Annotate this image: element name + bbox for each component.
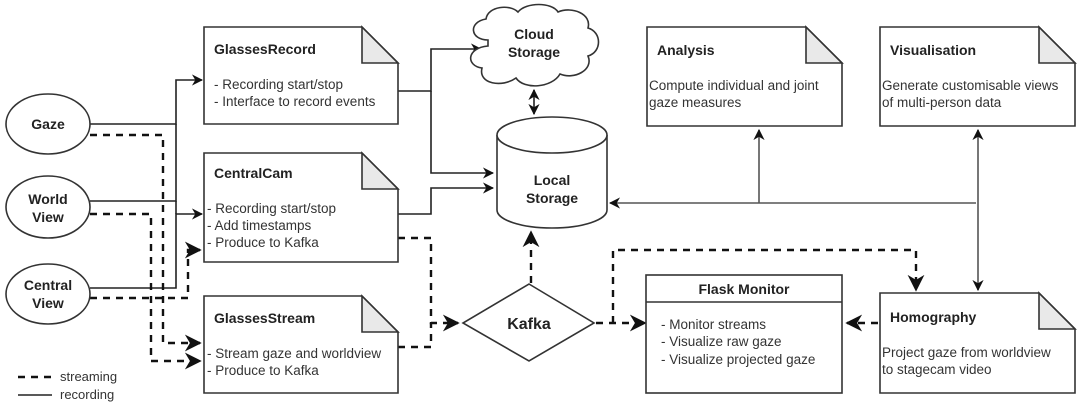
homography-title: Homography (890, 309, 977, 325)
analysis-title: Analysis (657, 42, 715, 58)
glasses-stream-title: GlassesStream (214, 310, 315, 326)
node-flask-monitor[interactable]: Flask Monitor - Monitor streams - Visual… (645, 274, 843, 394)
flask-monitor-line: - Visualize projected gaze (661, 352, 815, 367)
central-cam-line: - Recording start/stop (207, 201, 336, 216)
flask-monitor-title: Flask Monitor (698, 281, 790, 297)
edge-gaze-glassesrecord (90, 74, 204, 125)
node-central-cam[interactable]: CentralCam - Recording start/stop - Add … (203, 151, 400, 263)
central-cam-title: CentralCam (214, 165, 293, 181)
homography-line: Project gaze from worldview (882, 345, 1051, 360)
node-analysis[interactable]: Analysis Compute individual and joint ga… (646, 25, 844, 127)
node-gaze[interactable]: Gaze (5, 93, 91, 155)
node-cloud-storage[interactable]: Cloud Storage (469, 3, 600, 87)
edge-kafka-homography (611, 248, 925, 323)
cloud-storage-label-line1: Cloud (514, 26, 554, 42)
analysis-line: Compute individual and joint (649, 78, 819, 93)
node-world-view[interactable]: World View (5, 175, 91, 239)
edge-centralcam-local (398, 182, 495, 215)
flask-monitor-line: - Visualize raw gaze (661, 334, 782, 349)
central-cam-line: - Add timestamps (207, 218, 312, 233)
central-view-label-line1: Central (24, 277, 72, 293)
streaming-connectors (90, 133, 925, 370)
analysis-line: gaze measures (649, 95, 742, 110)
flask-monitor-line: - Monitor streams (661, 317, 766, 332)
local-storage-label-line1: Local (534, 172, 571, 188)
node-glasses-stream[interactable]: GlassesStream - Stream gaze and worldvie… (203, 294, 400, 394)
node-homography[interactable]: Homography Project gaze from worldview t… (879, 291, 1077, 394)
edge-gaze-glassesstream (90, 133, 202, 352)
visualisation-line: of multi-person data (882, 95, 1002, 110)
legend: streaming recording (18, 369, 117, 402)
glasses-record-title: GlassesRecord (214, 41, 316, 57)
gaze-label: Gaze (31, 116, 65, 132)
legend-recording-label: recording (60, 387, 114, 402)
node-visualisation[interactable]: Visualisation Generate customisable view… (879, 25, 1077, 127)
glasses-stream-line: - Produce to Kafka (207, 363, 319, 378)
glasses-record-line: - Recording start/stop (214, 77, 343, 92)
node-central-view[interactable]: Central View (5, 263, 91, 325)
glasses-record-line: - Interface to record events (214, 94, 376, 109)
central-cam-line: - Produce to Kafka (207, 235, 319, 250)
visualisation-line: Generate customisable views (882, 78, 1059, 93)
node-glasses-record[interactable]: GlassesRecord - Recording start/stop - I… (203, 25, 400, 125)
world-view-label-line1: World (28, 191, 67, 207)
edge-centralview-centralcam (90, 208, 204, 289)
node-kafka[interactable]: Kafka (461, 283, 596, 362)
edge-worldview-glassesstream (90, 212, 202, 370)
homography-line: to stagecam video (882, 362, 992, 377)
kafka-label: Kafka (507, 316, 551, 333)
world-view-label-line2: View (32, 209, 64, 225)
recording-connectors (90, 43, 984, 292)
edge-glassesrecord-cloud (398, 43, 483, 92)
central-view-label-line2: View (32, 295, 64, 311)
cloud-storage-label-line2: Storage (508, 44, 560, 60)
local-storage-label-line2: Storage (526, 190, 578, 206)
node-local-storage[interactable]: Local Storage (496, 116, 608, 229)
edge-centralview-centralcam-stream (90, 241, 202, 300)
visualisation-title: Visualisation (890, 42, 976, 58)
glasses-stream-line: - Stream gaze and worldview (207, 346, 381, 361)
legend-streaming-label: streaming (60, 369, 117, 384)
edge-centralcam-kafka (398, 236, 460, 332)
edge-glassesstream-kafka (398, 323, 433, 349)
edge-glassesrecord-local (430, 91, 495, 179)
